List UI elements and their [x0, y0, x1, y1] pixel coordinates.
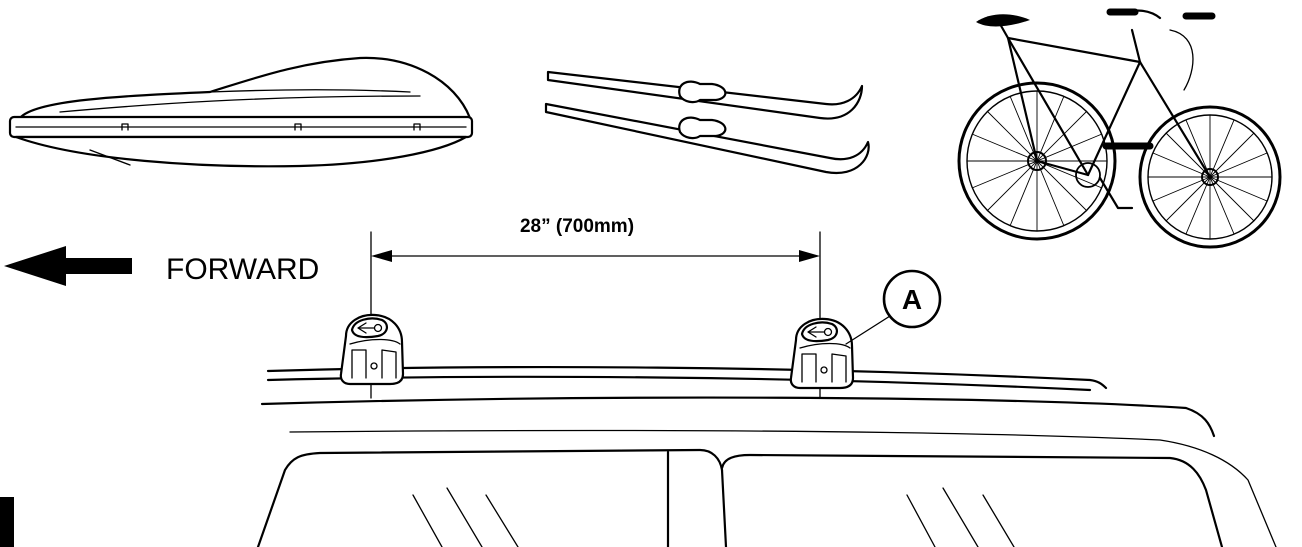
rack-foot-rear: [789, 317, 855, 390]
skis-illustration: [544, 70, 870, 175]
rack-foot-front: [339, 313, 405, 386]
bicycle-illustration: [957, 8, 1282, 249]
page-edge-tab: [0, 497, 14, 547]
dimension-line: [370, 231, 821, 399]
left-arrow-icon: [4, 246, 132, 286]
spacing-label: 28” (700mm): [520, 216, 634, 237]
callout-a: A: [845, 269, 942, 345]
forward-label: FORWARD: [166, 253, 319, 286]
cargo-box-illustration: [8, 56, 474, 168]
vehicle-roof: [256, 365, 1277, 547]
callout-label: A: [902, 284, 922, 315]
